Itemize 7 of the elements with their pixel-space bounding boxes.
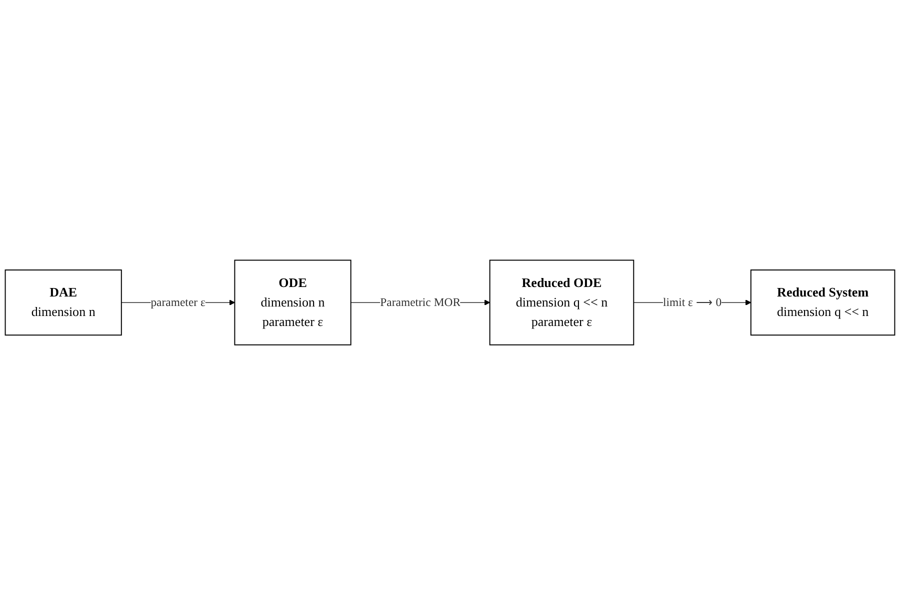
edge-label: parameter ε: [150, 296, 206, 309]
node-box: ODE dimension n parameter ε: [234, 260, 352, 346]
node-box: DAE dimension n: [4, 269, 122, 336]
node-box: Reduced ODE dimension q << n parameter ε: [489, 260, 634, 346]
edge-label: Parametric MOR: [380, 296, 461, 309]
edge-label: limit ε ⟶ 0: [662, 296, 722, 309]
node-box: Reduced System dimension q << n: [750, 269, 896, 336]
